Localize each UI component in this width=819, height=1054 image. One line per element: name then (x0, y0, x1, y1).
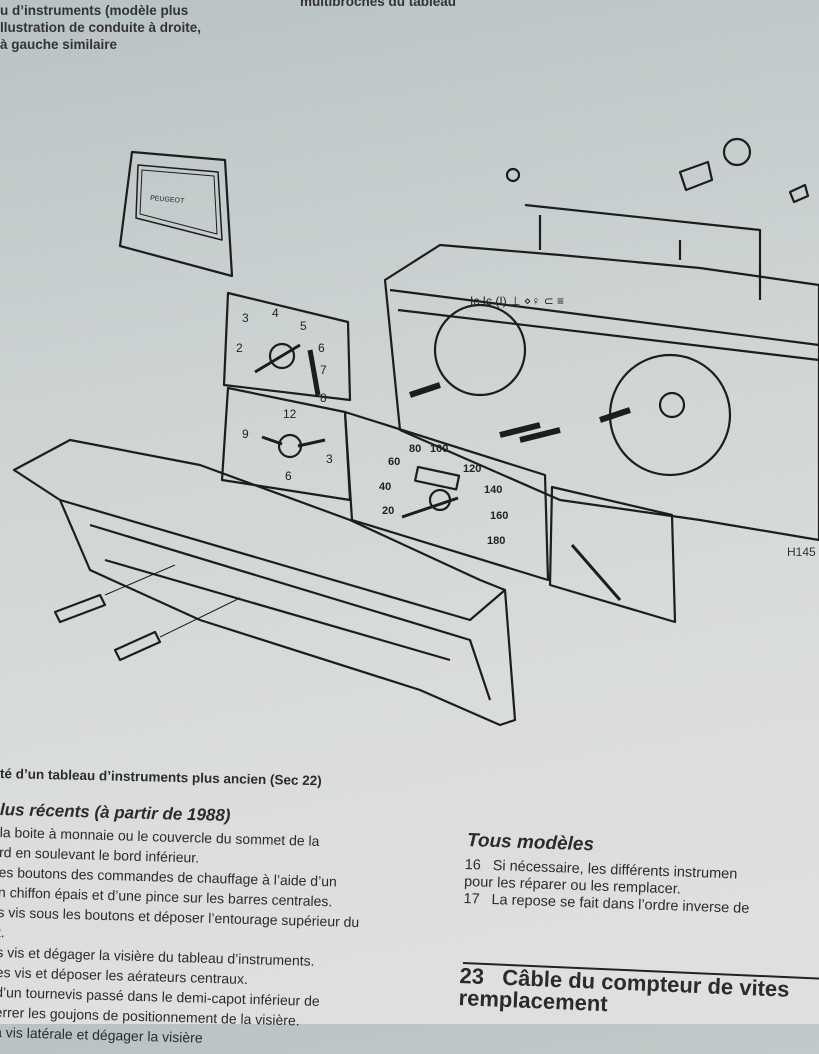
speed-label: 20 (382, 505, 394, 517)
gauge-label: 2 (236, 341, 243, 355)
temperature-panel (548, 485, 677, 624)
clock-panel: 12 3 6 9 (220, 386, 352, 502)
gauge-label: 4 (272, 306, 279, 320)
clock-label: 3 (326, 452, 333, 466)
caption-line: à gauche similaire (0, 37, 118, 52)
speed-label: 160 (490, 510, 508, 522)
top-right-fragment: multibroches du tableau (300, 0, 457, 9)
gauge-label: 8 (320, 391, 327, 405)
gauge-label: 6 (318, 341, 325, 355)
speed-label: 140 (484, 484, 502, 496)
figure-caption: té d’un tableau d’instruments plus ancie… (0, 766, 322, 789)
instrument-housing: Ic Ic (I) ⊥ ⋄♀ ⊂ ≡ (383, 203, 819, 542)
clock-label: 6 (285, 469, 292, 483)
gauge-label: 3 (242, 311, 249, 325)
item-number: 17 (463, 890, 480, 908)
speed-label: 80 (409, 443, 421, 455)
speed-label: 120 (463, 463, 481, 475)
gauge-label: 7 (320, 363, 327, 377)
svg-text:Ic Ic (I) ⊥ ⋄♀ ⊂ ≡: Ic Ic (I) ⊥ ⋄♀ ⊂ ≡ (470, 294, 564, 308)
visor (12, 438, 517, 727)
bulbs (505, 137, 810, 204)
speed-label: 40 (379, 481, 391, 493)
caption-line: llustration de conduite à droite, (0, 20, 202, 35)
left-body-text: la boite à monnaie ou le couvercle du so… (0, 822, 440, 1054)
section-heading-all-models: Tous modèles (466, 830, 595, 856)
caption-line: u d’instruments (modèle plus (0, 3, 189, 18)
speed-label: 100 (430, 443, 448, 455)
speed-label: 60 (388, 456, 400, 468)
screws (53, 564, 241, 662)
top-figure-caption: u d’instruments (modèle plus llustration… (0, 2, 201, 53)
gauge-panel: 2 3 4 5 6 7 8 (222, 291, 352, 405)
item-number: 16 (464, 857, 482, 874)
speed-label: 180 (487, 535, 505, 547)
clock-label: 12 (283, 407, 297, 421)
logo-plate: PEUGEOT (118, 150, 234, 278)
clock-label: 9 (242, 427, 249, 441)
instrument-panel-illustration: PEUGEOT 2 3 4 5 6 7 8 12 3 6 9 (12, 137, 819, 727)
peugeot-logo-text: PEUGEOT (150, 195, 185, 205)
gauge-label: 5 (300, 319, 307, 333)
speedometer-panel: 20 40 60 80 100 120 140 160 180 (343, 410, 550, 582)
figure-code: H145 (787, 545, 816, 559)
